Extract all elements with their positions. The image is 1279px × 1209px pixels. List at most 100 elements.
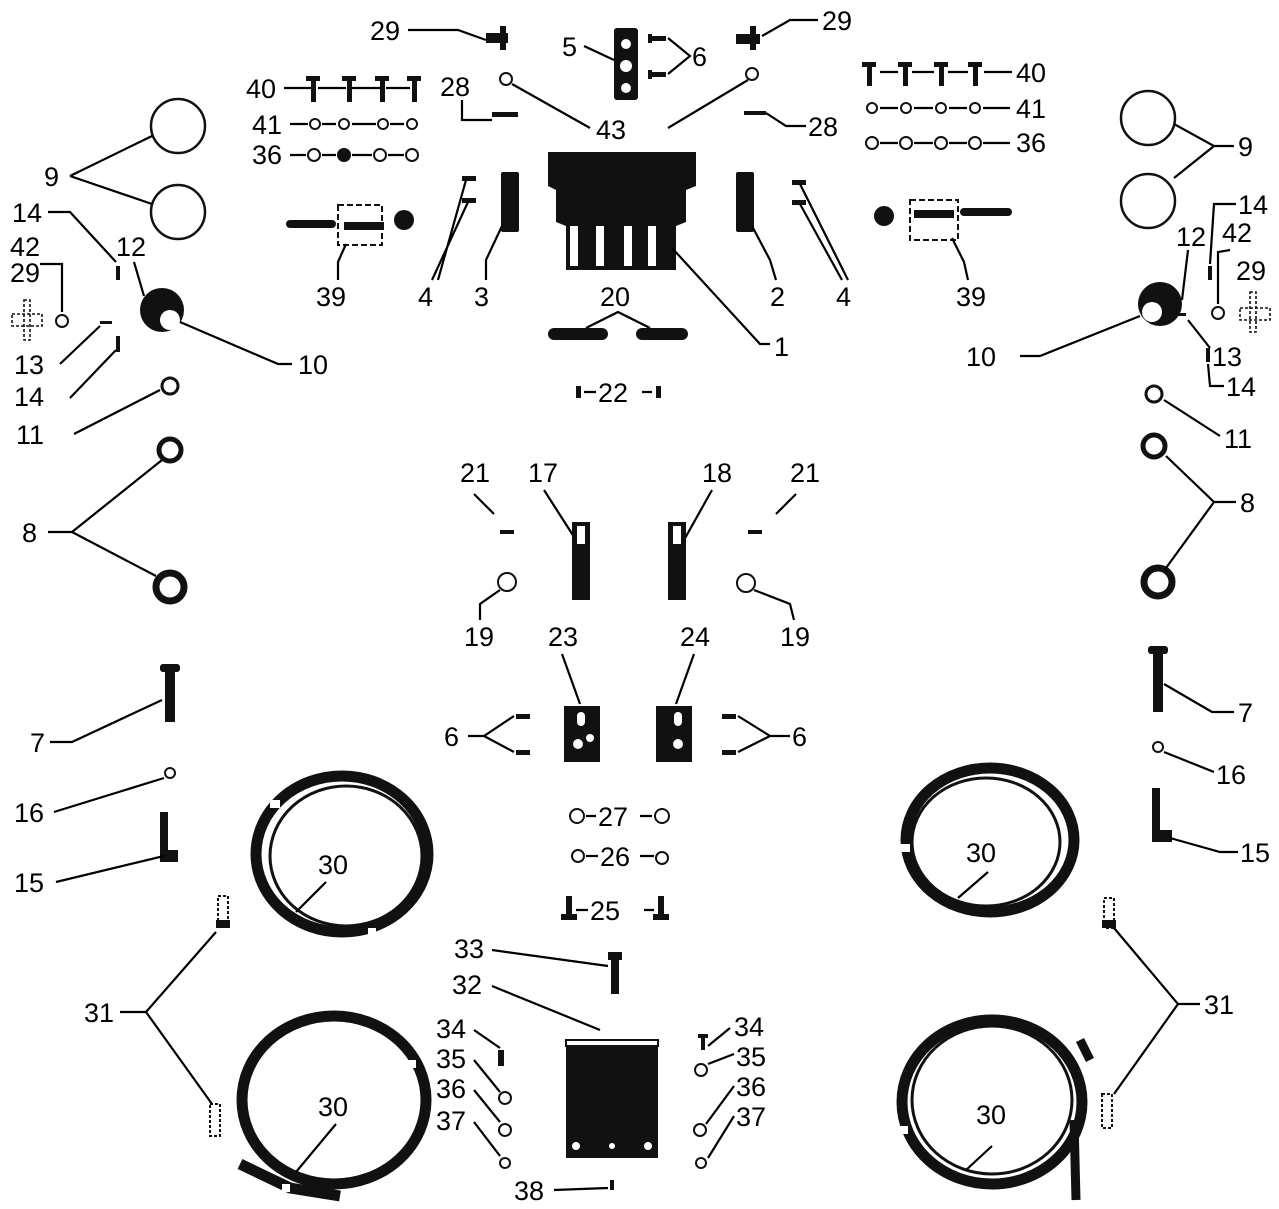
fitting-29-right: 29 [736, 6, 852, 50]
callout-33: 33 [454, 934, 484, 964]
callout-29d: 29 [1236, 256, 1266, 286]
callout-7: 7 [30, 728, 45, 758]
callout-35b: 35 [736, 1042, 766, 1072]
callout-40: 40 [246, 74, 276, 104]
top-center-group: 5 6 29 29 43 28 28 [370, 6, 852, 145]
callout-9b: 9 [1238, 132, 1253, 162]
callout-14: 14 [12, 198, 42, 228]
callout-36: 36 [252, 140, 282, 170]
callout-32: 32 [452, 970, 482, 1000]
callout-8: 8 [22, 518, 37, 548]
callout-25: 25 [590, 896, 620, 926]
block-18 [668, 522, 686, 600]
callout-43: 43 [596, 115, 626, 145]
callout-2: 2 [770, 282, 785, 312]
stack-left-40-41-36: 40 41 36 [246, 74, 421, 170]
valve-7-left [160, 664, 180, 722]
callout-21b: 21 [790, 458, 820, 488]
callout-8b: 8 [1240, 488, 1255, 518]
callout-12b: 12 [1176, 222, 1206, 252]
callout-30: 30 [318, 850, 348, 880]
right-side-column: 9 14 12 42 29 10 13 14 11 8 7 [966, 89, 1271, 868]
callout-37: 37 [436, 1106, 466, 1136]
callout-19: 19 [464, 622, 494, 652]
callout-42b: 42 [1222, 218, 1252, 248]
callout-40b: 40 [1016, 58, 1046, 88]
callout-10: 10 [298, 350, 328, 380]
callout-31: 31 [84, 998, 114, 1028]
callout-36c: 36 [436, 1074, 466, 1104]
bottom-center-group: 33 32 34 35 36 37 34 35 36 37 38 [436, 934, 766, 1206]
callout-34: 34 [436, 1014, 466, 1044]
callout-15: 15 [14, 868, 44, 898]
block-17 [572, 522, 590, 600]
callout-22: 22 [598, 378, 628, 408]
callout-41: 41 [252, 110, 282, 140]
callout-17: 17 [528, 458, 558, 488]
callout-6b: 6 [444, 722, 459, 752]
callout-15b: 15 [1240, 838, 1270, 868]
middle-group: 21 17 18 21 19 19 23 24 6 6 [444, 458, 820, 762]
knob-10-right [1138, 282, 1182, 326]
callout-13: 13 [14, 350, 44, 380]
callout-34b: 34 [734, 1012, 764, 1042]
callout-12: 12 [116, 232, 146, 262]
valve-7-right [1148, 646, 1168, 712]
callout-28: 28 [440, 72, 470, 102]
stack-right-40-41-36: 40 41 36 [862, 58, 1046, 158]
callout-26: 26 [600, 842, 630, 872]
plate-3 [501, 172, 519, 232]
callout-39: 39 [316, 282, 346, 312]
center-body-group: 1 3 2 4 4 20 22 [418, 152, 851, 408]
callout-36d: 36 [736, 1072, 766, 1102]
coil-30-top-left: 30 [250, 770, 434, 938]
fittings-31-right: 31 [1101, 897, 1234, 1129]
callout-39b: 39 [956, 282, 986, 312]
plate-24 [656, 706, 692, 762]
callout-21: 21 [460, 458, 490, 488]
block-32 [566, 1046, 658, 1158]
bracket-39-left: 39 [286, 204, 414, 312]
fittings-31-left: 31 [84, 895, 230, 1137]
screws-6-top: 6 [648, 34, 707, 79]
callout-13b: 13 [1212, 342, 1242, 372]
callout-24: 24 [680, 622, 710, 652]
callout-29b: 29 [822, 6, 852, 36]
coil-30-bottom-left: 30 [236, 1010, 432, 1202]
callout-14d: 14 [1226, 372, 1256, 402]
callout-3: 3 [474, 282, 489, 312]
callout-20: 20 [600, 282, 630, 312]
callout-6c: 6 [792, 722, 807, 752]
callout-35: 35 [436, 1044, 466, 1074]
coil-30-top-right: 30 [900, 762, 1080, 918]
callout-9: 9 [44, 162, 59, 192]
callout-30b: 30 [966, 838, 996, 868]
callout-41b: 41 [1016, 94, 1046, 124]
callout-4: 4 [418, 282, 433, 312]
callout-14c: 14 [1238, 190, 1268, 220]
callout-11b: 11 [1224, 424, 1252, 454]
callout-23: 23 [548, 622, 578, 652]
callout-10b: 10 [966, 342, 996, 372]
callout-11: 11 [16, 420, 44, 450]
callout-6: 6 [692, 42, 707, 72]
callout-30d: 30 [976, 1100, 1006, 1130]
callout-28b: 28 [808, 112, 838, 142]
callout-31b: 31 [1204, 990, 1234, 1020]
callout-30c: 30 [318, 1092, 348, 1122]
callout-14b: 14 [14, 382, 44, 412]
callout-36b: 36 [1016, 128, 1046, 158]
fitting-29-left: 29 [370, 16, 508, 50]
callout-16: 16 [14, 798, 44, 828]
body-1 [548, 152, 696, 270]
callout-4b: 4 [836, 282, 851, 312]
callout-18: 18 [702, 458, 732, 488]
left-side-column: 9 14 12 42 29 10 13 14 11 8 7 [10, 97, 328, 898]
callout-37b: 37 [736, 1102, 766, 1132]
bolt-33 [608, 952, 622, 994]
callout-38: 38 [514, 1176, 544, 1206]
bracket-39-right: 39 [874, 199, 1012, 312]
callout-29: 29 [370, 16, 400, 46]
plate-2 [736, 172, 754, 232]
callout-1: 1 [774, 332, 789, 362]
